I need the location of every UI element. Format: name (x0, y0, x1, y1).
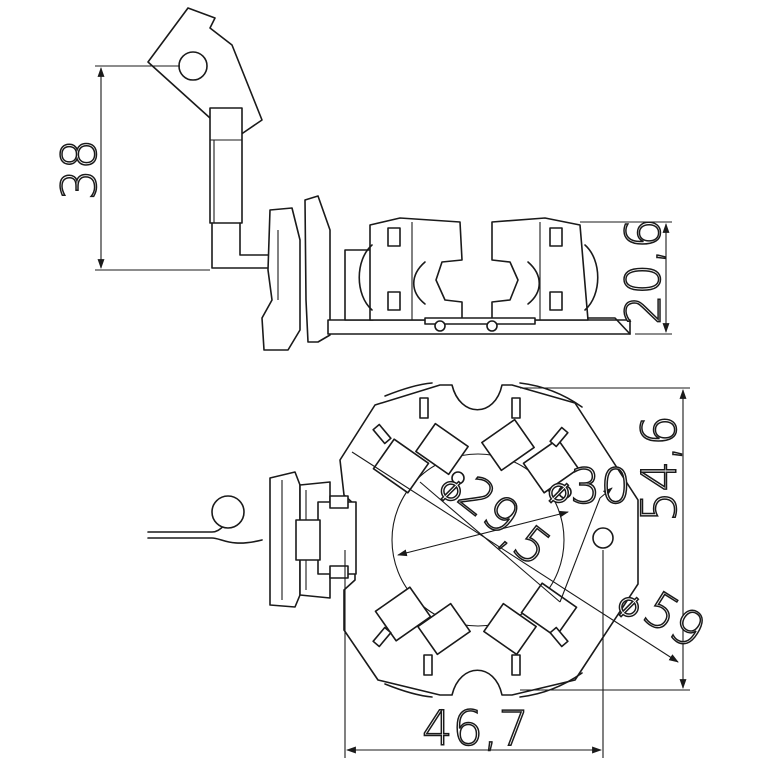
wire (211, 222, 269, 269)
dia-symbol-59: ⌀ (618, 584, 640, 625)
brush-box-ul (372, 422, 469, 494)
mount-hole-right (592, 527, 614, 549)
terminal-assembly (269, 471, 357, 608)
dim-20-6-label: 20,6 (616, 218, 672, 325)
side-view (147, 7, 631, 351)
dim-54-6-label: 54,6 (632, 415, 688, 522)
left-flange-2 (304, 195, 331, 343)
wire-ring (211, 495, 245, 529)
left-flange (261, 207, 301, 351)
dia-symbol-29: ⌀ (440, 468, 462, 509)
dim-59-label: 59 (634, 581, 715, 661)
plan-wire (147, 511, 263, 544)
dia-symbol-30: ⌀ (548, 470, 570, 511)
brush-box-lr (483, 582, 578, 656)
lug-hole (178, 51, 208, 81)
wire-sleeve (209, 107, 243, 224)
plan-view (147, 382, 639, 698)
dim-38: 38 (51, 65, 210, 271)
dim-20-6: 20,6 (580, 217, 673, 335)
dim-30-label: 30 (570, 459, 631, 515)
dim-46-7-label: 46,7 (422, 701, 529, 757)
dim-38-label: 38 (52, 139, 108, 200)
vent-slots (372, 397, 569, 676)
brush-box-ur (481, 418, 580, 494)
brush-box-ll (374, 586, 471, 656)
brush-holder-left (369, 217, 463, 321)
